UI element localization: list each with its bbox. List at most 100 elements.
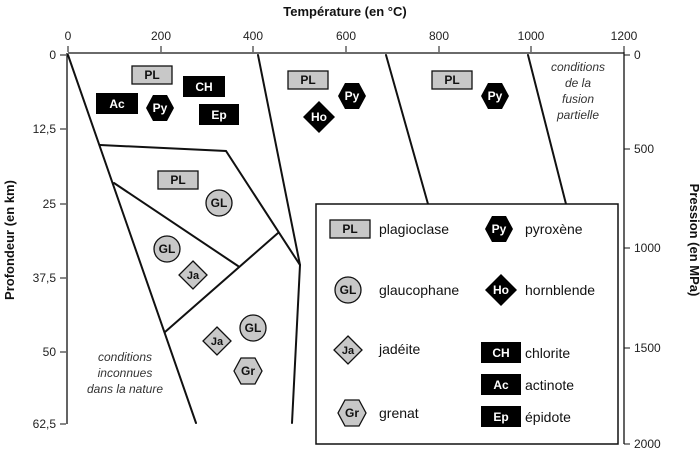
svg-text:Ep: Ep xyxy=(493,410,508,424)
x-tick-label: 1000 xyxy=(518,29,545,43)
y-right-tick-label: 1000 xyxy=(634,241,661,255)
svg-text:inconnues: inconnues xyxy=(98,366,153,380)
plagioclase-marker-trapezoid: PL xyxy=(157,170,199,190)
y-right-tick-label: 2000 xyxy=(634,437,661,451)
svg-text:jadéite: jadéite xyxy=(378,341,420,357)
y-left-axis-title: Profondeur (en km) xyxy=(2,180,17,300)
boundary-amphibolite-left xyxy=(257,54,301,266)
epidote-marker-zone1: Ep xyxy=(199,104,239,125)
hornblende-marker-zone2: Ho xyxy=(303,101,335,133)
svg-text:Py: Py xyxy=(492,222,507,236)
legend-pyroxene: Py pyroxène xyxy=(485,216,583,242)
svg-text:Ja: Ja xyxy=(187,270,200,282)
glaucophane-marker-trapezoid: GL xyxy=(205,189,233,217)
x-tick-label: 0 xyxy=(65,29,72,43)
svg-text:CH: CH xyxy=(195,80,212,94)
svg-text:conditions: conditions xyxy=(98,350,152,364)
legend-plagioclase: PL plagioclase xyxy=(329,219,449,239)
glaucophane-marker-blueschist: GL xyxy=(153,235,181,263)
x-tick-label: 200 xyxy=(151,29,171,43)
svg-text:GL: GL xyxy=(211,196,228,210)
x-axis-ticks: 0 200 400 600 800 1000 1200 xyxy=(65,29,638,52)
svg-text:Ac: Ac xyxy=(493,378,509,392)
legend-actinote: Ac actinote xyxy=(481,374,574,395)
svg-text:épidote: épidote xyxy=(525,409,571,425)
y-right-tick-label: 0 xyxy=(634,48,641,62)
y-left-axis-ticks: 0 12,5 25 37,5 50 62,5 xyxy=(33,48,66,431)
boundary-blueschist-upper xyxy=(113,182,239,267)
svg-text:GL: GL xyxy=(245,321,262,335)
grenat-marker-eclogite: Gr xyxy=(233,357,263,385)
legend-jadeite: Ja jadéite xyxy=(333,335,420,365)
svg-text:Ja: Ja xyxy=(342,345,355,357)
legend-hornblende: Ho hornblende xyxy=(485,274,595,306)
boundary-greenschist-lower xyxy=(99,144,301,266)
y-left-tick-label: 50 xyxy=(43,345,57,359)
x-tick-label: 400 xyxy=(243,29,263,43)
facies-boundaries xyxy=(67,54,567,424)
x-tick-label: 800 xyxy=(429,29,449,43)
legend-box xyxy=(315,203,619,445)
svg-text:plagioclase: plagioclase xyxy=(379,221,449,237)
svg-text:Py: Py xyxy=(153,101,168,115)
note-unknown-conditions: conditions inconnues dans la nature xyxy=(87,350,163,396)
legend-glaucophane: GL glaucophane xyxy=(334,276,459,304)
svg-text:PL: PL xyxy=(342,222,357,236)
svg-text:actinote: actinote xyxy=(525,377,574,393)
x-tick-label: 1200 xyxy=(611,29,638,43)
pyroxene-marker-zone2: Py xyxy=(338,83,366,109)
note-partial-melting: conditions de la fusion partielle xyxy=(551,60,605,122)
y-left-tick-label: 37,5 xyxy=(33,271,57,285)
svg-text:fusion: fusion xyxy=(562,92,594,106)
legend-epidote: Ep épidote xyxy=(481,406,571,427)
svg-text:GL: GL xyxy=(159,242,176,256)
boundary-trapezoid-right xyxy=(291,264,301,424)
plagioclase-marker-zone3: PL xyxy=(431,70,473,90)
svg-text:Gr: Gr xyxy=(345,406,359,420)
svg-text:chlorite: chlorite xyxy=(525,345,570,361)
svg-text:grenat: grenat xyxy=(379,405,419,421)
boundary-blueschist-eclogite xyxy=(164,232,279,333)
boundary-granulite xyxy=(385,54,429,205)
svg-text:hornblende: hornblende xyxy=(525,282,595,298)
plagioclase-marker-zone1: PL xyxy=(131,65,173,85)
svg-text:Ho: Ho xyxy=(493,283,509,297)
x-axis-title: Température (en °C) xyxy=(283,4,406,19)
pyroxene-marker-zone1: Py xyxy=(146,95,174,121)
boundary-fusion xyxy=(527,54,567,205)
svg-text:GL: GL xyxy=(340,283,357,297)
y-right-axis-title: Pression (en MPa) xyxy=(687,184,700,297)
svg-text:Py: Py xyxy=(488,89,503,103)
legend-grenat: Gr grenat xyxy=(337,399,419,427)
x-tick-label: 600 xyxy=(336,29,356,43)
jadeite-marker-blueschist: Ja xyxy=(178,260,208,290)
legend-chlorite: CH chlorite xyxy=(481,342,570,363)
svg-text:dans la nature: dans la nature xyxy=(87,382,163,396)
y-right-axis-ticks: 0 500 1000 1500 2000 xyxy=(624,48,661,451)
svg-text:PL: PL xyxy=(144,68,159,82)
svg-text:conditions: conditions xyxy=(551,60,605,74)
svg-text:Py: Py xyxy=(345,89,360,103)
svg-text:Ac: Ac xyxy=(109,97,125,111)
boundary-unknown-conditions xyxy=(67,54,197,424)
glaucophane-marker-eclogite: GL xyxy=(239,314,267,342)
y-left-tick-label: 25 xyxy=(43,197,57,211)
y-right-tick-label: 1500 xyxy=(634,341,661,355)
svg-text:PL: PL xyxy=(300,73,315,87)
plagioclase-marker-zone2: PL xyxy=(287,70,329,90)
svg-text:Gr: Gr xyxy=(241,364,255,378)
y-left-tick-label: 62,5 xyxy=(33,417,57,431)
y-left-tick-label: 0 xyxy=(49,48,56,62)
y-right-tick-label: 500 xyxy=(634,142,654,156)
actinote-marker-zone1: Ac xyxy=(96,93,138,114)
svg-text:partielle: partielle xyxy=(556,108,599,122)
chlorite-marker-zone1: CH xyxy=(183,76,225,97)
pyroxene-marker-zone3: Py xyxy=(481,83,509,109)
svg-text:glaucophane: glaucophane xyxy=(379,282,459,298)
svg-text:PL: PL xyxy=(170,173,185,187)
svg-text:pyroxène: pyroxène xyxy=(525,221,583,237)
svg-text:CH: CH xyxy=(492,346,509,360)
svg-text:Ep: Ep xyxy=(211,108,226,122)
svg-text:Ja: Ja xyxy=(211,336,224,348)
